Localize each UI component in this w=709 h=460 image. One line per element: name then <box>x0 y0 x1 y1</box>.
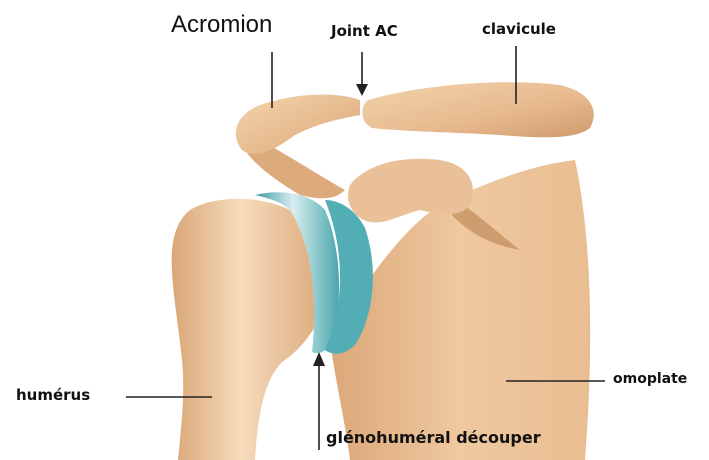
glenohumeral-label: glénohuméral découper <box>326 428 541 447</box>
joint-ac-arrow-head <box>356 84 368 96</box>
clavicle-shape <box>362 82 593 137</box>
glenohumeral-arrow-head <box>313 352 325 366</box>
clavicule-label: clavicule <box>482 20 556 38</box>
coracoid-shape <box>348 159 473 223</box>
humerus-label: humérus <box>16 386 90 404</box>
omoplate-label: omoplate <box>613 371 687 387</box>
acromion-label: Acromion <box>171 11 272 39</box>
joint-ac-label: Joint AC <box>331 22 398 40</box>
acromion-shape <box>236 95 360 154</box>
